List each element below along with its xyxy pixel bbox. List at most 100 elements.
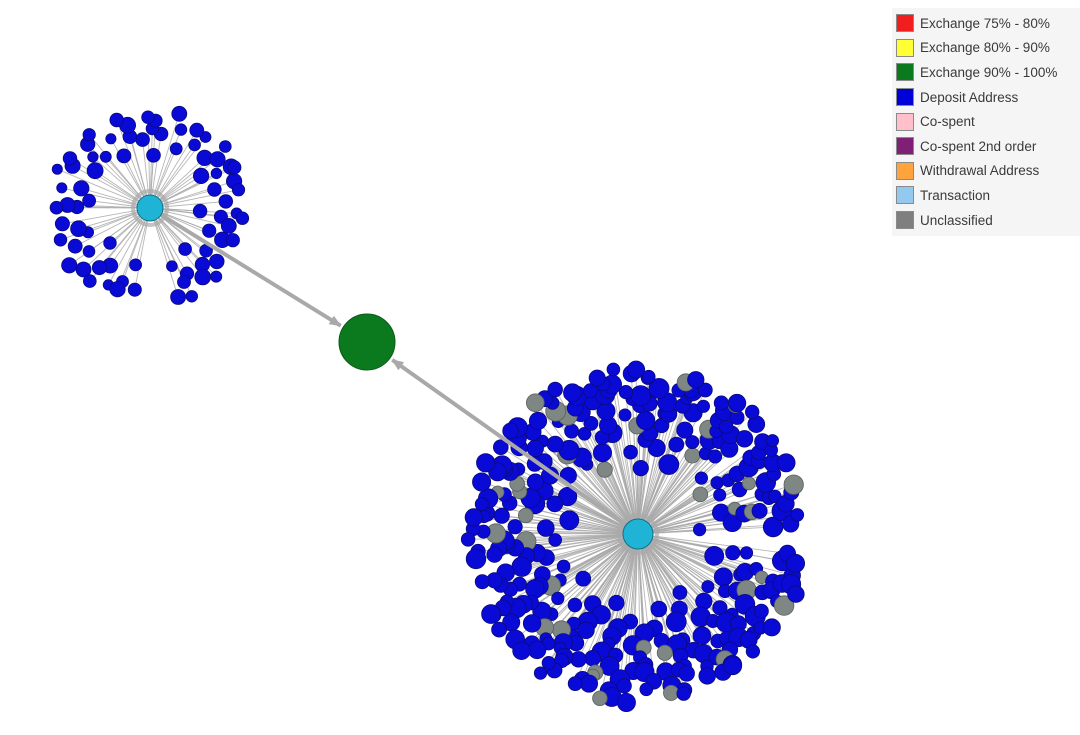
deposit-address-node <box>563 383 582 403</box>
legend-label: Exchange 75% - 80% <box>920 15 1050 31</box>
legend-label: Co-spent <box>920 114 975 130</box>
unclassified-node <box>596 461 613 478</box>
legend-item-deposit-address[interactable]: Deposit Address <box>896 85 1080 110</box>
legend-item-unclassified[interactable]: Unclassified <box>896 208 1080 233</box>
deposit-address-node <box>692 522 707 537</box>
deposit-address-node <box>54 216 70 232</box>
deposit-address-node <box>481 604 501 624</box>
deposit-address-node <box>127 282 142 297</box>
deposit-address-node <box>527 640 547 660</box>
edge-line <box>149 207 204 278</box>
legend-label: Deposit Address <box>920 89 1019 105</box>
hub-halo <box>131 189 169 227</box>
unclassified-node <box>773 595 795 616</box>
deposit-address-node <box>727 393 747 413</box>
deposit-address-node <box>526 473 544 491</box>
legend-item-exchange-90-100[interactable]: Exchange 90% - 100% <box>896 60 1080 85</box>
deposit-address-node <box>632 459 649 477</box>
edge-line <box>74 207 151 247</box>
legend-label: Withdrawal Address <box>920 163 1040 179</box>
deposit-address-node <box>548 533 562 547</box>
unclassified-node <box>663 684 680 701</box>
legend-swatch-co-spent <box>896 112 914 131</box>
unclassified-node <box>742 476 756 491</box>
deposit-address-node <box>129 258 143 272</box>
edge-line <box>134 207 151 290</box>
deposit-address-node <box>556 559 571 574</box>
deposit-address-node <box>73 180 90 197</box>
deposit-address-node <box>639 682 654 697</box>
deposit-address-node <box>464 508 483 527</box>
deposit-address-node <box>708 449 723 464</box>
deposit-address-node <box>170 289 187 305</box>
deposit-address-node <box>668 436 685 453</box>
legend-swatch-transaction <box>896 186 914 205</box>
deposit-address-node <box>580 674 599 693</box>
deposit-address-node <box>82 193 96 208</box>
deposit-address-node <box>91 260 107 276</box>
deposit-address-node <box>53 233 68 247</box>
unclassified-node <box>684 447 701 464</box>
deposit-address-node <box>528 411 548 431</box>
legend-item-transaction[interactable]: Transaction <box>896 183 1080 208</box>
legend-swatch-withdrawal-address <box>896 161 914 180</box>
deposit-address-node <box>99 150 112 163</box>
deposit-address-node <box>235 211 250 225</box>
legend-item-exchange-80-90[interactable]: Exchange 80% - 90% <box>896 36 1080 61</box>
deposit-address-node <box>67 238 83 254</box>
deposit-address-node <box>177 275 191 289</box>
deposit-address-node <box>713 567 733 587</box>
deposit-address-node <box>636 410 656 431</box>
legend-label: Exchange 90% - 100% <box>920 64 1058 80</box>
deposit-address-node <box>564 423 579 439</box>
deposit-address-node <box>209 151 226 168</box>
deposit-address-node <box>630 385 652 407</box>
deposit-address-node <box>218 194 234 209</box>
deposit-address-node <box>745 644 761 659</box>
deposit-address-node <box>665 611 687 633</box>
legend-item-co-spent-2nd-order[interactable]: Co-spent 2nd order <box>896 134 1080 159</box>
legend-item-withdrawal-address[interactable]: Withdrawal Address <box>896 159 1080 184</box>
deposit-address-node <box>87 151 99 163</box>
deposit-address-node <box>697 382 713 398</box>
deposit-address-node <box>676 421 694 439</box>
deposit-address-node <box>616 693 636 713</box>
deposit-address-node <box>502 422 519 440</box>
deposit-address-node <box>584 650 601 667</box>
deposit-address-node <box>599 656 620 676</box>
deposit-address-node <box>192 203 208 219</box>
deposit-address-node <box>194 268 212 286</box>
edge-line <box>611 384 639 535</box>
unclassified-node <box>518 507 534 524</box>
deposit-address-node <box>754 603 769 619</box>
legend-swatch-unclassified <box>896 211 914 230</box>
legend-swatch-deposit-address <box>896 88 914 107</box>
deposit-address-node <box>701 580 715 594</box>
deposit-address-node <box>551 591 565 606</box>
deposit-address-node <box>567 597 583 613</box>
edge-line <box>637 533 704 654</box>
edge-line <box>149 158 218 209</box>
deposit-address-node <box>672 585 688 600</box>
legend-item-co-spent[interactable]: Co-spent <box>896 109 1080 134</box>
legend-item-exchange-75-80[interactable]: Exchange 75% - 80% <box>896 11 1080 36</box>
deposit-address-node <box>766 434 780 448</box>
edge-line <box>623 533 639 686</box>
flow-arrow <box>391 358 627 527</box>
unclassified-node <box>525 393 545 413</box>
deposit-address-node <box>725 545 741 561</box>
deposit-address-node <box>512 641 531 661</box>
deposit-address-node <box>476 453 496 473</box>
deposit-address-node <box>786 553 806 573</box>
deposit-address-node <box>713 395 729 411</box>
deposit-address-node <box>174 123 188 136</box>
deposit-address-node <box>491 621 508 638</box>
nodes-layer <box>49 105 806 713</box>
deposit-address-node <box>745 404 760 420</box>
edge-line <box>637 533 788 554</box>
deposit-address-node <box>575 570 592 587</box>
deposit-address-node <box>650 600 668 618</box>
deposit-address-node <box>588 369 606 387</box>
deposit-address-node <box>210 167 223 180</box>
